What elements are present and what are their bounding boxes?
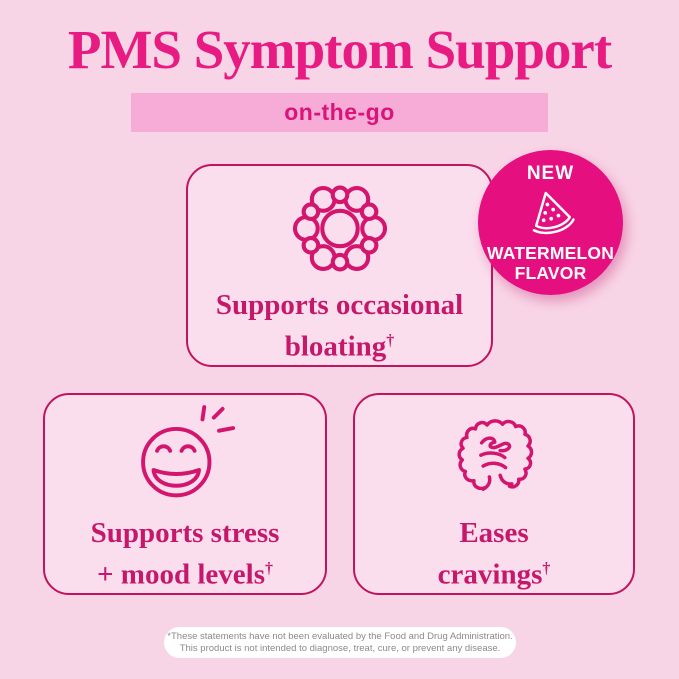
fda-disclaimer: *These statements have not been evaluate… (164, 627, 516, 658)
footnote-dagger: † (542, 560, 551, 578)
card-cravings-text: Eases cravings† (438, 516, 551, 593)
disclaimer-line1: *These statements have not been evaluate… (167, 631, 513, 642)
card-stress-line2: + mood levels (97, 559, 265, 591)
card-stress-mood: Supports stress + mood levels† (43, 393, 327, 595)
card-bloating-text: Supports occasional bloating† (216, 288, 463, 365)
card-cravings: Eases cravings† (353, 393, 635, 595)
molecule-cluster-icon (292, 185, 387, 272)
card-bloating: Supports occasional bloating† (186, 164, 493, 367)
card-cravings-line2: cravings (437, 559, 543, 591)
footnote-dagger: † (386, 332, 395, 349)
card-bloating-line1: Supports occasional (215, 289, 464, 321)
subtitle-banner: on-the-go (131, 93, 548, 132)
badge-flavor-line1: WATERMELON (486, 242, 615, 263)
card-stress-line1: Supports stress (90, 517, 280, 550)
page-title: PMS Symptom Support (67, 19, 612, 80)
card-bloating-line2: bloating (284, 330, 387, 363)
new-flavor-badge: NEW WATERMELON FLAVOR (478, 150, 623, 295)
watermelon-icon (532, 191, 575, 234)
footnote-dagger: † (265, 560, 273, 578)
badge-new-label: NEW (526, 162, 575, 184)
disclaimer-line2: This product is not intended to diagnose… (179, 642, 501, 654)
card-stress-text: Supports stress + mood levels† (91, 516, 280, 593)
laughing-face-icon (141, 405, 236, 498)
banner-label: on-the-go (284, 99, 395, 125)
card-cravings-line1: Eases (459, 517, 529, 550)
badge-flavor-line2: FLAVOR (514, 262, 587, 283)
intestines-icon (457, 419, 534, 491)
